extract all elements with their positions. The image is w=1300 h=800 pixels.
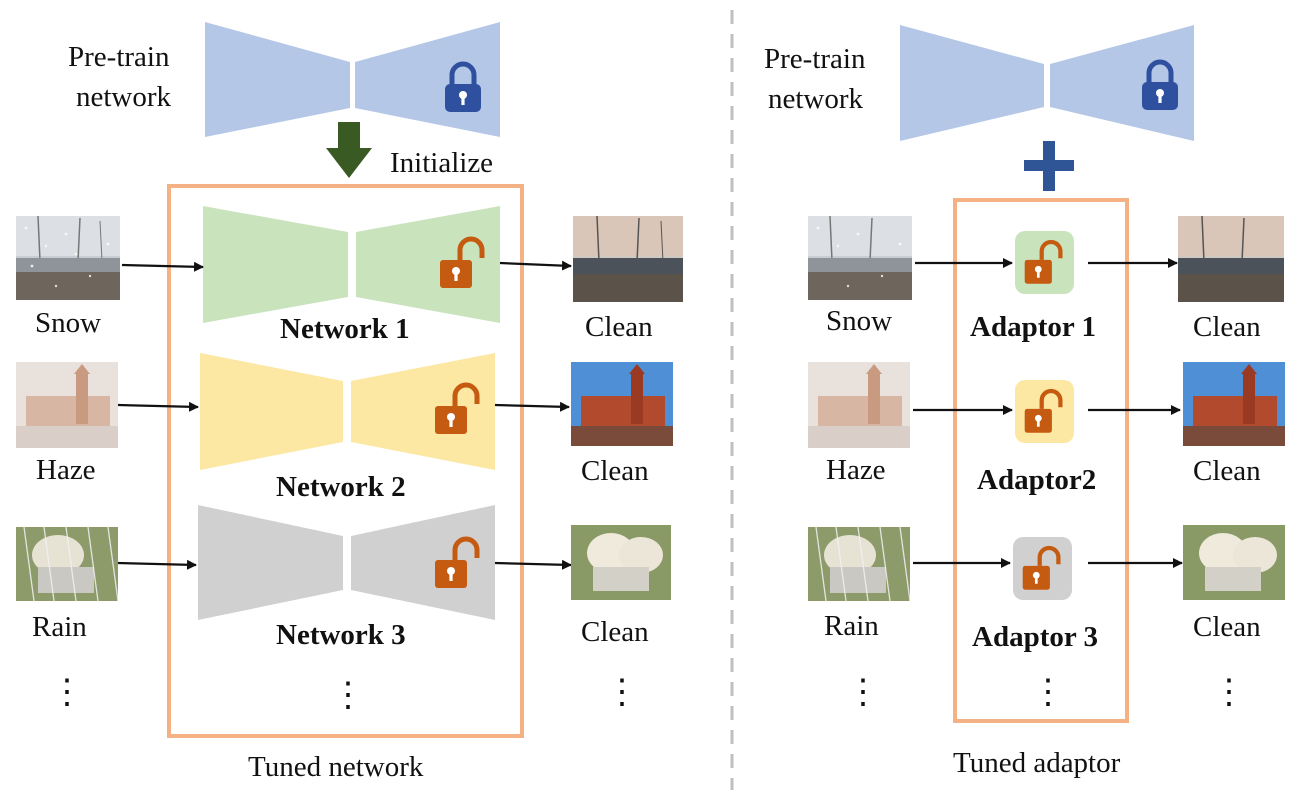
network-3-shape: [198, 505, 495, 620]
ellipsis: ⋮: [1031, 674, 1065, 711]
rain-clean-thumbnail: [1183, 525, 1285, 600]
pretrain-label-line1: Pre-train: [68, 41, 170, 73]
output-label-clean: Clean: [585, 311, 653, 343]
tuned-adaptor-caption: Tuned adaptor: [953, 747, 1121, 779]
lock-icon: [445, 61, 481, 112]
haze-clean-thumbnail: [571, 362, 673, 446]
module-label-network-1: Network 1: [280, 313, 410, 345]
input-label-snow: Snow: [35, 307, 102, 339]
module-label-network-3: Network 3: [276, 619, 406, 651]
haze-input-thumbnail: [16, 362, 118, 448]
left-pretrain-network: [205, 22, 500, 137]
unlock-icon: [435, 382, 480, 434]
ellipsis: ⋮: [1212, 674, 1246, 711]
ellipsis: ⋮: [605, 674, 639, 711]
plus-icon: [1024, 141, 1074, 191]
tuned-network-caption: Tuned network: [248, 751, 424, 783]
arrow-down-icon: [326, 122, 372, 178]
tuned-adaptor-frame: [953, 198, 1129, 723]
module-label-adaptor-2: Adaptor2: [977, 464, 1097, 496]
ellipsis: ⋮: [331, 677, 365, 714]
module-label-adaptor-3: Adaptor 3: [972, 621, 1098, 653]
initialize-label: Initialize: [390, 147, 494, 179]
output-label-clean: Clean: [1193, 455, 1261, 487]
input-label-haze: Haze: [36, 454, 96, 486]
unlock-icon: [1022, 545, 1061, 590]
tuned-network-frame: [167, 184, 524, 738]
unlock-icon: [1024, 239, 1063, 284]
unlock-icon: [435, 536, 480, 588]
snow-input-thumbnail: [808, 216, 912, 300]
rain-input-thumbnail: [808, 527, 910, 601]
pretrain-label-line2: network: [768, 83, 864, 115]
output-label-clean: Clean: [1193, 611, 1261, 643]
input-label-haze: Haze: [826, 454, 886, 486]
input-label-rain: Rain: [32, 611, 87, 643]
right-pretrain-network: [900, 25, 1194, 141]
unlock-icon: [440, 236, 485, 288]
lock-icon: [1142, 59, 1178, 110]
haze-clean-thumbnail: [1183, 362, 1285, 446]
output-label-clean: Clean: [581, 616, 649, 648]
network-2-shape: [200, 353, 495, 470]
rain-input-thumbnail: [16, 527, 118, 601]
snow-clean-thumbnail: [573, 216, 683, 302]
pretrain-label-line2: network: [76, 81, 172, 113]
network-1-shape: [203, 206, 500, 323]
arrow-right-icon: [117, 260, 572, 570]
snow-input-thumbnail: [16, 216, 120, 300]
output-label-clean: Clean: [1193, 311, 1261, 343]
input-label-snow: Snow: [826, 305, 893, 337]
module-label-network-2: Network 2: [276, 471, 406, 503]
module-label-adaptor-1: Adaptor 1: [970, 311, 1096, 343]
ellipsis: ⋮: [50, 674, 84, 711]
pretrain-label-line1: Pre-train: [764, 43, 866, 75]
unlock-icon: [1024, 388, 1063, 433]
snow-clean-thumbnail: [1178, 216, 1284, 302]
arrow-right-icon: [913, 258, 1183, 568]
output-label-clean: Clean: [581, 455, 649, 487]
ellipsis: ⋮: [846, 674, 880, 711]
rain-clean-thumbnail: [571, 525, 671, 600]
haze-input-thumbnail: [808, 362, 910, 448]
input-label-rain: Rain: [824, 610, 879, 642]
